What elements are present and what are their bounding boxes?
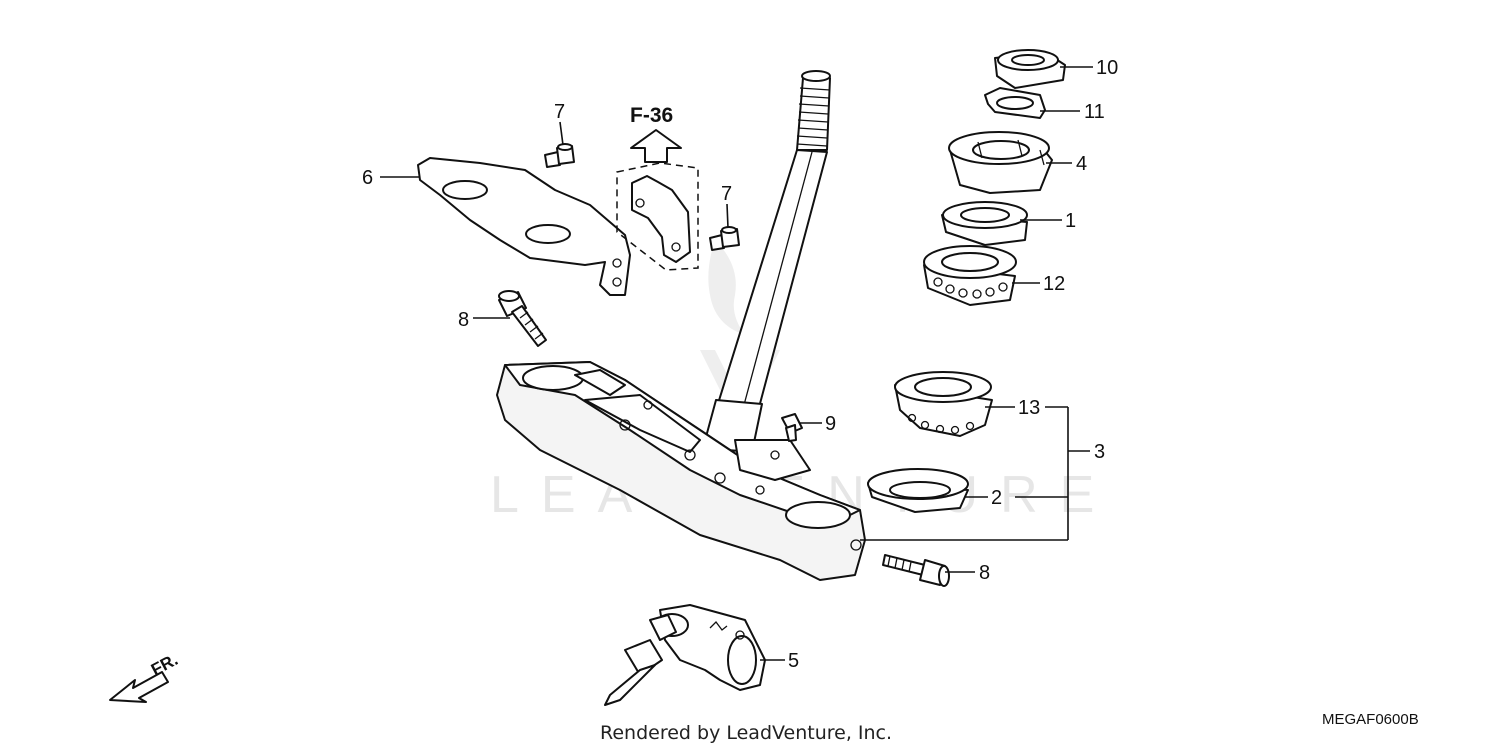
screw-7-right[interactable] [709,226,740,251]
reference-up-arrow-icon [630,129,682,163]
callout-7-right[interactable]: 7 [721,183,732,205]
callout-6[interactable]: 6 [362,167,373,189]
bearing-13[interactable] [894,371,993,437]
steering-lock-5[interactable] [604,604,766,706]
adjusting-nut-4[interactable] [948,131,1053,194]
callout-12[interactable]: 12 [1043,273,1065,295]
front-label: FR. [148,650,181,680]
reference-arrow[interactable]: F-36 [630,104,682,163]
callout-13[interactable]: 13 [1018,397,1040,419]
callout-7-top[interactable]: 7 [554,101,565,123]
callout-labels: 10 11 4 1 12 13 3 2 9 8 8 7 7 6 5 [362,57,1118,672]
bolt-8-lower[interactable] [882,554,950,587]
callout-3[interactable]: 3 [1094,441,1105,463]
callout-9[interactable]: 9 [825,413,836,435]
callout-1[interactable]: 1 [1065,210,1076,232]
front-arrow-icon [109,671,169,703]
callout-8-upper[interactable]: 8 [458,309,469,331]
callout-2[interactable]: 2 [991,487,1002,509]
bearing-race-2[interactable] [867,468,969,513]
callout-4[interactable]: 4 [1076,153,1087,175]
lock-washer-11[interactable] [984,87,1046,119]
screw-9[interactable] [781,413,803,442]
callout-8-lower[interactable]: 8 [979,562,990,584]
bottom-bridge[interactable] [496,361,866,581]
watermark-flame-icon [708,240,745,335]
callout-5[interactable]: 5 [788,650,799,672]
credit-text: Rendered by LeadVenture, Inc. [600,722,892,744]
front-direction-indicator: FR. [109,650,181,703]
callout-10[interactable]: 10 [1096,57,1118,79]
callout-11[interactable]: 11 [1084,101,1105,123]
bolt-8-upper[interactable] [498,290,547,347]
bearing-12[interactable] [923,245,1017,306]
bracket-plate[interactable] [417,157,631,296]
sub-bracket[interactable] [616,162,699,271]
dust-seal-1[interactable] [941,201,1028,246]
screw-7-top[interactable] [544,143,575,168]
reference-label[interactable]: F-36 [630,104,673,127]
leader-lines [380,66,1093,661]
lock-nut-10[interactable] [994,49,1066,89]
diagram-code: MEGAF0600B [1322,711,1419,728]
